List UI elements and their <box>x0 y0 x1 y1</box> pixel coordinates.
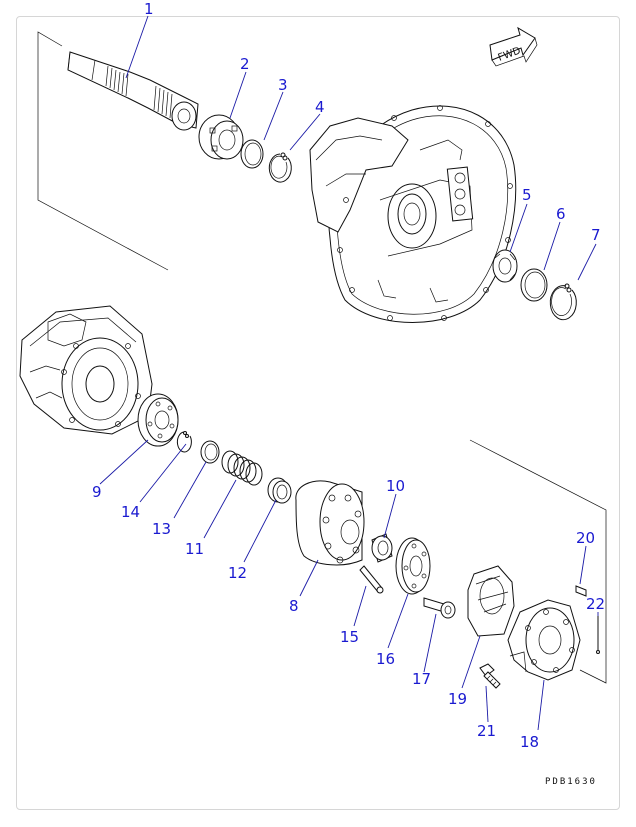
part-3-snap-ring <box>240 139 264 169</box>
part-12-spacer <box>267 477 292 504</box>
callout-4: 4 <box>315 98 325 116</box>
callout-15: 15 <box>340 628 359 646</box>
part-21-bolt <box>479 663 501 689</box>
assembly-guide-lines <box>37 31 607 684</box>
callout-11: 11 <box>185 540 204 558</box>
callout-12: 12 <box>228 564 247 582</box>
part-16-retainer-plate <box>395 537 431 595</box>
part-20-dowel-pin <box>575 585 587 597</box>
callout-5: 5 <box>522 186 532 204</box>
callout-leader-lines <box>99 15 599 731</box>
part-14-snap-ring <box>176 431 192 453</box>
callout-19: 19 <box>448 690 467 708</box>
callout-22: 22 <box>586 595 605 613</box>
part-4-circlip <box>268 152 292 183</box>
part-1-drive-shaft <box>67 51 199 131</box>
callout-numbers: 1 2 3 4 5 6 7 8 9 10 11 12 13 14 15 16 1… <box>92 0 605 751</box>
callout-3: 3 <box>278 76 288 94</box>
part-10-bushing <box>371 533 393 563</box>
callout-21: 21 <box>477 722 496 740</box>
callout-10: 10 <box>386 477 405 495</box>
part-22-pin <box>596 616 600 654</box>
part-5-oil-seal <box>492 249 518 283</box>
part-6-o-ring <box>520 268 548 302</box>
callout-1: 1 <box>144 0 154 18</box>
callout-18: 18 <box>520 733 539 751</box>
callout-6: 6 <box>556 205 566 223</box>
part-15-pin <box>359 565 384 594</box>
callout-13: 13 <box>152 520 171 538</box>
part-11-spring <box>221 450 263 486</box>
part-18-end-cover <box>507 599 581 681</box>
upper-pump-housing <box>309 105 517 323</box>
part-13-washer <box>200 440 220 464</box>
drawing-code: PDB1630 <box>545 777 597 787</box>
callout-14: 14 <box>121 503 140 521</box>
lower-pump-case <box>19 305 153 435</box>
callout-17: 17 <box>412 670 431 688</box>
callout-9: 9 <box>92 483 102 501</box>
part-17-guide <box>423 597 456 619</box>
fwd-arrow-icon: FWD <box>489 26 538 67</box>
part-7-circlip <box>549 283 577 321</box>
part-9-valve-plate <box>137 393 179 447</box>
callout-7: 7 <box>591 226 601 244</box>
part-2-bearing <box>198 114 244 160</box>
callout-16: 16 <box>376 650 395 668</box>
part-8-cylinder-block <box>295 480 365 566</box>
callout-2: 2 <box>240 55 250 73</box>
part-19-swash-plate <box>467 565 515 637</box>
callout-8: 8 <box>289 597 299 615</box>
callout-20: 20 <box>576 529 595 547</box>
